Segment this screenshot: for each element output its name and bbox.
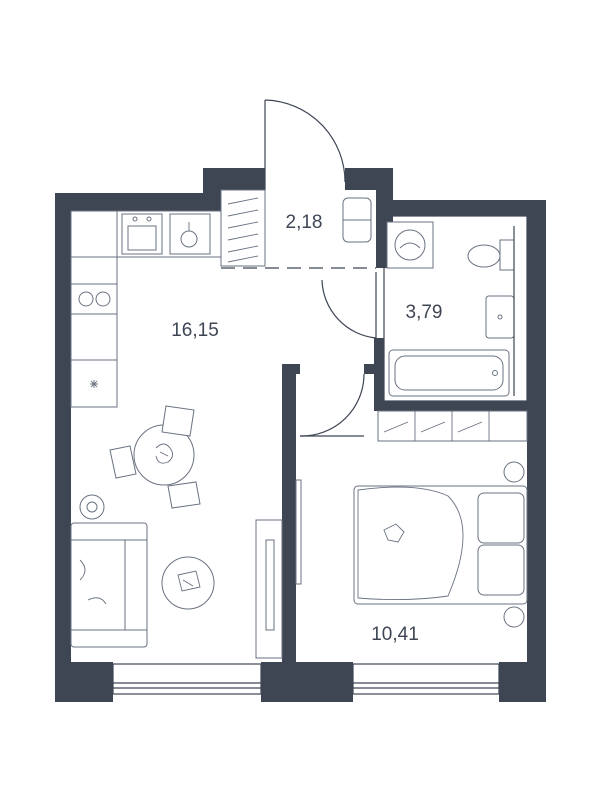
area-label-hall: 2,18 bbox=[286, 212, 323, 233]
area-label-bedroom: 10,41 bbox=[371, 624, 419, 645]
area-label-kitchen-living: 16,15 bbox=[171, 320, 219, 341]
entrance-door bbox=[264, 99, 346, 190]
bedroom-door bbox=[299, 373, 365, 437]
nightstand-lamp bbox=[503, 461, 525, 483]
pillow bbox=[477, 544, 525, 596]
dining-set bbox=[109, 405, 201, 509]
pillow bbox=[477, 492, 525, 544]
mirror bbox=[295, 479, 302, 585]
window-bedroom bbox=[352, 663, 500, 695]
walls bbox=[55, 168, 546, 702]
area-labels: 2,18 3,79 16,15 10,41 bbox=[171, 212, 442, 645]
nightstand-lamp bbox=[503, 606, 525, 628]
wall-bath-bottom bbox=[374, 401, 530, 411]
bedroom-furniture bbox=[295, 410, 528, 628]
bedroom-wardrobe bbox=[377, 410, 528, 442]
wall-top-kitchen bbox=[55, 193, 223, 211]
wall-partition-top bbox=[282, 364, 300, 374]
wall-top-bathroom bbox=[376, 200, 546, 216]
chair bbox=[161, 405, 195, 437]
wall-bottom-middle bbox=[261, 662, 353, 702]
wall-right bbox=[527, 200, 546, 700]
coffee-table bbox=[161, 556, 215, 610]
bathroom-outline bbox=[383, 215, 528, 402]
toilet-bowl bbox=[467, 244, 501, 268]
wall-bath-left-lower bbox=[374, 338, 384, 410]
window-living bbox=[112, 663, 262, 695]
windows bbox=[112, 663, 500, 695]
chair bbox=[167, 481, 201, 509]
chair bbox=[109, 445, 137, 479]
toilet-tank bbox=[499, 239, 515, 271]
hall-furniture bbox=[220, 189, 376, 269]
tv-unit bbox=[255, 519, 283, 659]
wall-bottom-right bbox=[499, 662, 546, 702]
area-label-bathroom: 3,79 bbox=[406, 302, 443, 323]
wall-left bbox=[55, 193, 71, 701]
wall-partition-stub bbox=[364, 364, 378, 374]
kitchen-furniture bbox=[70, 210, 222, 408]
bathroom-fixtures bbox=[383, 215, 528, 402]
bathroom-door bbox=[321, 272, 377, 339]
sofa bbox=[70, 522, 148, 648]
wall-bottom-left bbox=[55, 662, 113, 702]
floor-lamp bbox=[79, 494, 105, 520]
wall-partition bbox=[282, 364, 296, 664]
wall-hall-post-left bbox=[203, 168, 221, 212]
